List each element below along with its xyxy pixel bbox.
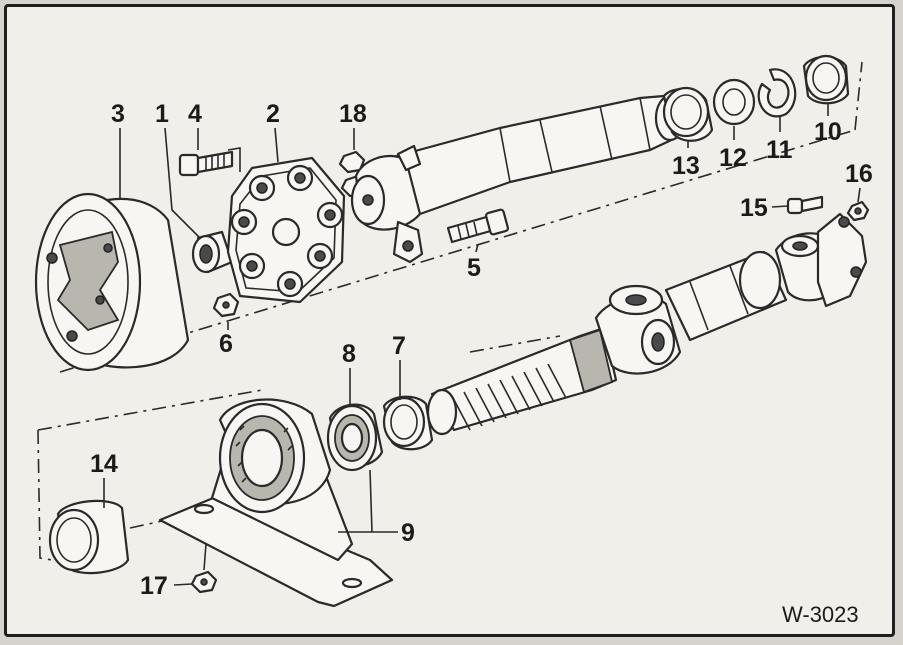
label-7: 7 [392, 332, 406, 360]
label-16: 16 [845, 160, 873, 188]
part-12-washer [712, 78, 756, 126]
part-5-bolt [446, 208, 509, 244]
label-10: 10 [814, 118, 842, 146]
leader-16 [857, 187, 861, 203]
leader-17 [173, 543, 207, 586]
guide-line-top-right [854, 61, 863, 131]
part-11-circlip [757, 68, 797, 118]
figure-reference: W-3023 [782, 602, 859, 627]
label-8: 8 [342, 340, 356, 368]
label-3: 3 [111, 100, 125, 128]
label-4: 4 [188, 100, 202, 128]
part-17-nut [190, 570, 218, 594]
part-2-flexible-disc [226, 156, 346, 304]
front-shaft-section [350, 94, 686, 264]
part-16-nut [846, 200, 870, 222]
leader-15 [771, 205, 789, 208]
leader-9 [338, 469, 398, 533]
part-4-bolt [178, 150, 234, 177]
part-1-bush [191, 230, 234, 274]
label-1: 1 [155, 100, 169, 128]
label-17: 17 [140, 572, 168, 600]
part-3-flange-drum [34, 192, 190, 372]
guide-line-upper [59, 129, 856, 373]
part-7-sleeve [382, 395, 434, 451]
rear-shaft-section [426, 212, 868, 436]
leader-5 [475, 243, 479, 253]
guide-line-left-vertical [37, 429, 53, 561]
part-10-sleeve [802, 54, 850, 105]
label-6: 6 [219, 330, 233, 358]
label-2: 2 [266, 100, 280, 128]
label-14: 14 [90, 450, 118, 478]
part-8-bearing [326, 403, 384, 472]
part-15-bolt [786, 195, 824, 215]
label-18: 18 [339, 100, 367, 128]
label-15: 15 [740, 194, 768, 222]
label-12: 12 [719, 144, 747, 172]
label-11: 11 [766, 136, 793, 164]
part-13-sleeve [662, 86, 714, 142]
part-6-nut [212, 292, 240, 318]
leader-2 [274, 127, 279, 163]
part-14-sleeve [48, 499, 130, 575]
leader-4-bracket [227, 147, 241, 172]
part-9-support-bracket [158, 398, 394, 608]
label-5: 5 [467, 254, 481, 282]
label-9: 9 [401, 519, 415, 547]
leader-1 [164, 127, 201, 239]
label-13: 13 [672, 152, 700, 180]
guide-line-lower [37, 335, 561, 431]
